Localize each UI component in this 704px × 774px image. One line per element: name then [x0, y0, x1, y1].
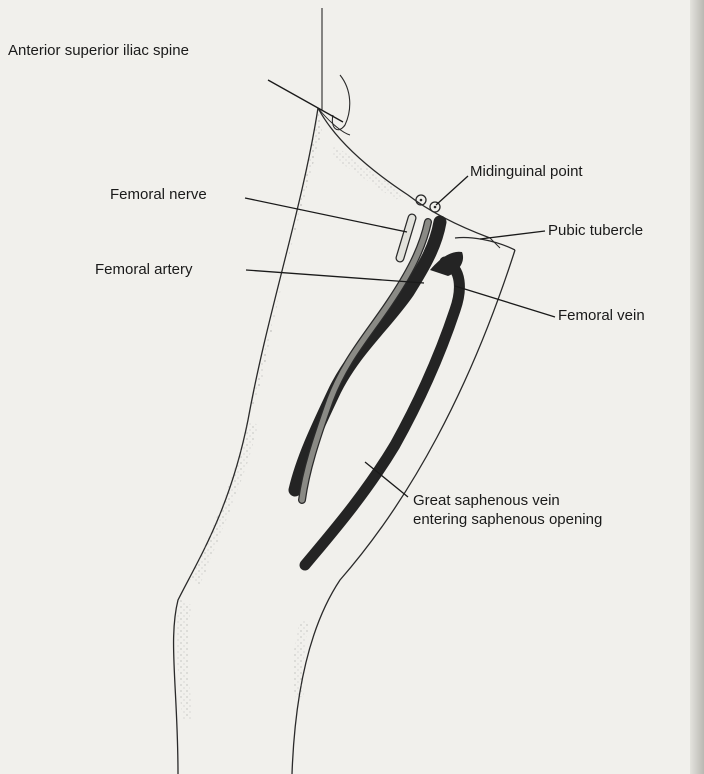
- leader-asis: [268, 80, 343, 122]
- label-great-saphenous-vein-line1: Great saphenous vein: [413, 491, 602, 510]
- leader-femoral-nerve: [245, 198, 407, 232]
- label-femoral-vein: Femoral vein: [558, 306, 645, 325]
- medial-contour: [455, 238, 515, 251]
- abdominal-shading: [330, 145, 405, 200]
- page-edge-shadow: [690, 0, 704, 774]
- label-great-saphenous-vein: Great saphenous vein entering saphenous …: [413, 491, 602, 529]
- label-femoral-artery: Femoral artery: [95, 260, 193, 279]
- leader-pubic-tubercle: [480, 231, 545, 239]
- label-midinguinal-point: Midinguinal point: [470, 162, 583, 181]
- lateral-shading-lower: [190, 420, 258, 585]
- label-pubic-tubercle: Pubic tubercle: [548, 221, 643, 240]
- lateral-shading: [248, 110, 322, 420]
- medial-knee-shading: [293, 620, 310, 700]
- leader-femoral-artery: [246, 270, 424, 283]
- femoral-artery: [302, 222, 428, 500]
- knee-shading: [177, 600, 192, 720]
- label-great-saphenous-vein-line2: entering saphenous opening: [413, 510, 602, 529]
- label-femoral-nerve: Femoral nerve: [110, 185, 207, 204]
- label-anterior-superior-iliac-spine: Anterior superior iliac spine: [8, 41, 189, 60]
- leader-femoral-vein: [455, 286, 555, 317]
- leader-midinguinal: [436, 176, 468, 205]
